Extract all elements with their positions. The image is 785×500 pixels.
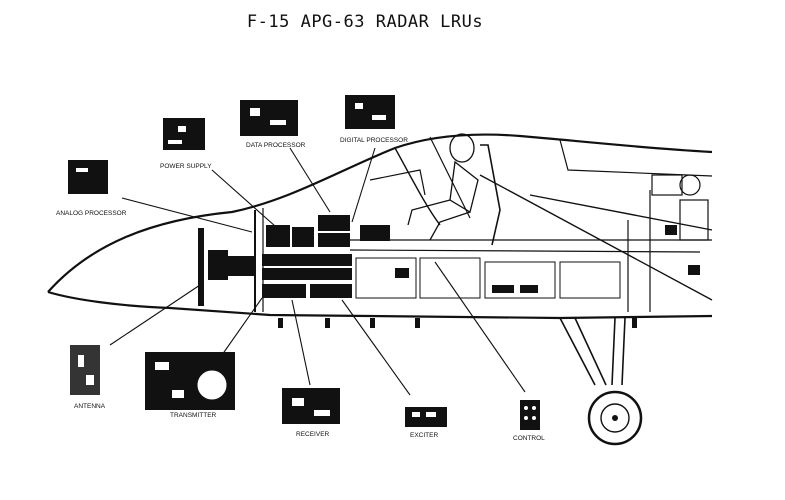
diagram-title: F-15 APG-63 RADAR LRUs xyxy=(247,12,483,32)
digital-processor-unit-image xyxy=(345,95,395,129)
label-data-processor: DATA PROCESSOR xyxy=(246,142,306,149)
antenna-dish xyxy=(198,228,204,306)
nose-wheel xyxy=(587,390,643,446)
leader-lines xyxy=(109,147,526,396)
radar-bay xyxy=(198,215,621,306)
power-supply-unit-image xyxy=(163,118,205,150)
data-processor-unit-image xyxy=(240,100,298,136)
analog-processor-unit-image xyxy=(68,160,108,194)
antenna-drive xyxy=(208,250,228,280)
label-receiver: RECEIVER xyxy=(296,431,330,438)
label-power-supply: POWER SUPPLY xyxy=(160,163,212,170)
label-exciter: EXCITER xyxy=(410,432,438,439)
belly-fittings xyxy=(278,318,637,328)
receiver-unit-image xyxy=(282,388,340,424)
label-digital-processor: DIGITAL PROCESSOR xyxy=(340,137,408,144)
control-unit-image xyxy=(520,400,540,430)
pilot-figure xyxy=(360,133,501,246)
nose-landing-gear xyxy=(559,317,643,446)
label-transmitter: TRANSMITTER xyxy=(170,412,217,419)
exciter-unit-image xyxy=(405,407,447,427)
label-analog-processor: ANALOG PROCESSOR xyxy=(56,210,127,217)
transmitter-unit-image xyxy=(145,352,235,410)
aft-equipment xyxy=(651,174,709,275)
antenna-unit-image xyxy=(70,345,100,395)
label-control: CONTROL xyxy=(513,435,545,442)
label-antenna: ANTENNA xyxy=(74,403,106,410)
